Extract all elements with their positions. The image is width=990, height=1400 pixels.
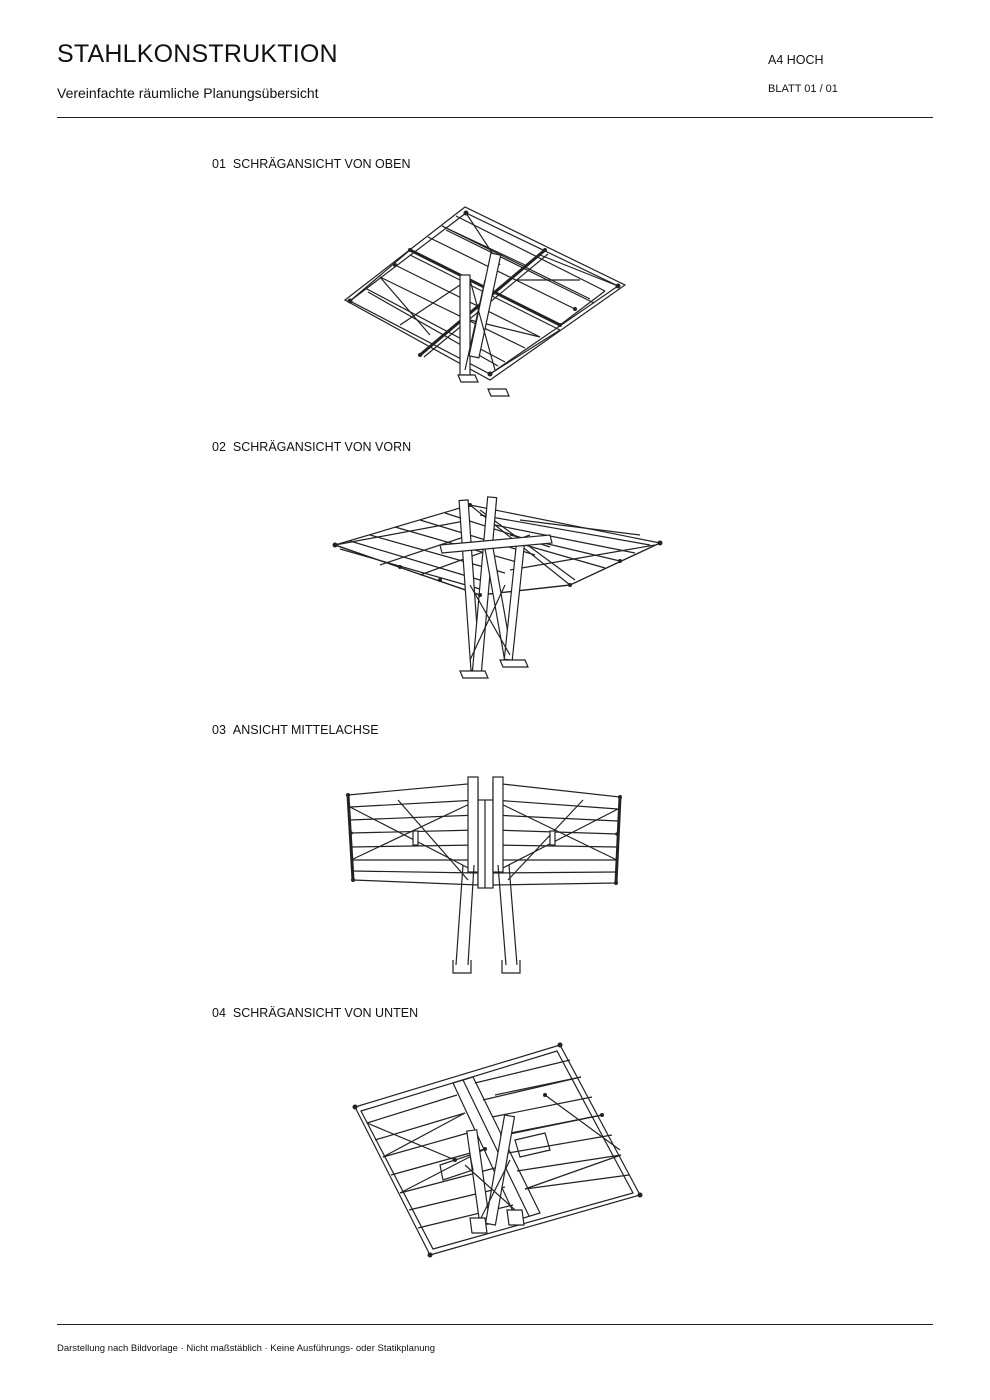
drawing-view-bottom-oblique: [345, 1035, 650, 1265]
footer-rule: [57, 1324, 933, 1325]
header-rule: [57, 117, 933, 118]
sheet-number: BLATT 01 / 01: [768, 83, 838, 95]
view-label-01: 01 SCHRÄGANSICHT VON OBEN: [212, 157, 410, 171]
view-title: SCHRÄGANSICHT VON VORN: [232, 440, 412, 454]
view-label-03: 03 ANSICHT MITTELACHSE: [212, 723, 379, 737]
view-number: 03: [212, 723, 226, 737]
view-title: ANSICHT MITTELACHSE: [232, 723, 379, 737]
view-title: SCHRÄGANSICHT VON UNTEN: [232, 1006, 419, 1020]
view-title: SCHRÄGANSICHT VON OBEN: [232, 157, 411, 171]
view-number: 04: [212, 1006, 226, 1020]
page-subtitle: Vereinfachte räumliche Planungsübersicht: [57, 85, 319, 101]
view-number: 02: [212, 440, 226, 454]
view-label-04: 04 SCHRÄGANSICHT VON UNTEN: [212, 1006, 418, 1020]
drawing-view-center-axis: [328, 755, 663, 985]
paper-format: A4 HOCH: [768, 53, 824, 67]
footer-note: Darstellung nach Bildvorlage · Nicht maß…: [57, 1343, 436, 1354]
view-label-02: 02 SCHRÄGANSICHT VON VORN: [212, 440, 411, 454]
drawing-view-top-oblique: [320, 185, 660, 415]
drawing-view-front-oblique: [320, 475, 665, 710]
view-number: 01: [212, 157, 226, 171]
page-title: STAHLKONSTRUKTION: [57, 40, 338, 68]
